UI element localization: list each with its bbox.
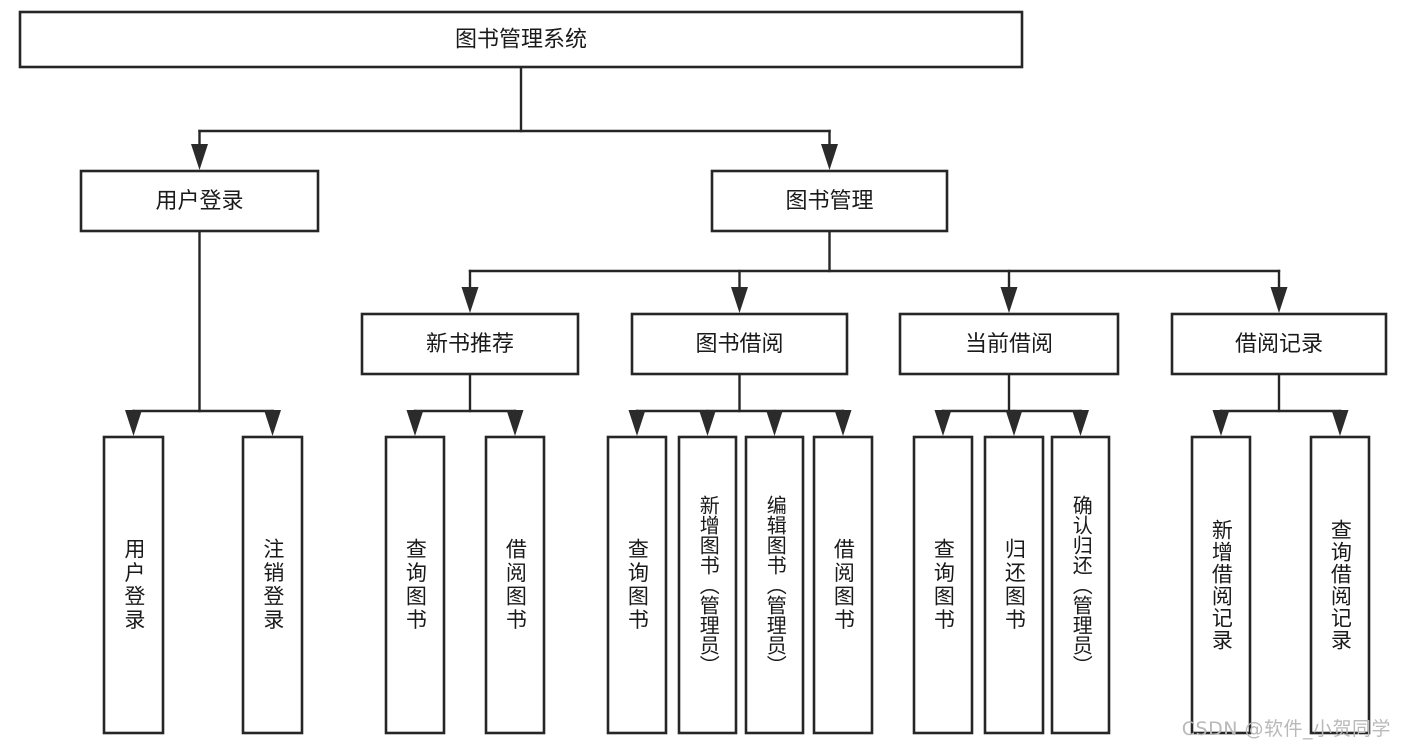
node-leaf-0[interactable] xyxy=(102,435,165,735)
node-l2-1[interactable] xyxy=(710,169,949,233)
arrow-to-l3-3 xyxy=(1270,287,1288,313)
arrow-to-leaf-4 xyxy=(628,410,646,436)
node-l3-1-label: 图书借阅 xyxy=(695,332,783,357)
watermark-text: CSDN @软件_小贺同学 xyxy=(1181,718,1391,740)
arrow-to-leaf-2 xyxy=(406,410,424,436)
connectors-layer xyxy=(125,65,1349,436)
node-l3-0-label: 新书推荐 xyxy=(426,332,514,357)
arrow-to-l2-0 xyxy=(191,144,208,170)
node-l3-2[interactable] xyxy=(898,312,1120,376)
node-leaf-7[interactable] xyxy=(812,435,874,735)
arrow-to-leaf-5 xyxy=(699,410,716,436)
node-leaf-5[interactable] xyxy=(677,435,738,735)
arrow-to-leaf-12 xyxy=(1331,410,1349,436)
arrow-to-leaf-3 xyxy=(506,410,524,436)
arrow-to-leaf-10 xyxy=(1072,410,1089,436)
node-root[interactable] xyxy=(18,10,1024,69)
node-leaf-12[interactable] xyxy=(1309,435,1371,735)
node-l2-0[interactable] xyxy=(79,169,320,233)
arrow-to-leaf-6 xyxy=(766,410,783,436)
node-l3-1[interactable] xyxy=(630,312,849,376)
arrow-to-leaf-7 xyxy=(834,410,852,436)
node-leaf-11[interactable] xyxy=(1190,435,1252,735)
node-leaf-9[interactable] xyxy=(983,435,1045,735)
node-leaf-8[interactable] xyxy=(912,435,974,735)
node-l3-2-label: 当前借阅 xyxy=(965,332,1053,357)
node-leaf-3[interactable] xyxy=(484,435,546,735)
node-leaf-1[interactable] xyxy=(241,435,304,735)
node-leaf-6[interactable] xyxy=(744,435,805,735)
node-l3-3[interactable] xyxy=(1170,312,1388,376)
arrow-to-leaf-9 xyxy=(1005,410,1023,436)
arrow-to-l3-0 xyxy=(461,287,479,313)
arrow-to-leaf-1 xyxy=(264,410,281,436)
arrow-to-l3-2 xyxy=(1000,287,1018,313)
node-leaf-4[interactable] xyxy=(606,435,668,735)
node-l3-3-label: 借阅记录 xyxy=(1235,332,1323,357)
node-l3-0[interactable] xyxy=(360,312,580,376)
node-root-label: 图书管理系统 xyxy=(455,28,587,53)
arrow-to-leaf-0 xyxy=(125,410,142,436)
node-leaf-2[interactable] xyxy=(384,435,446,735)
arrow-to-leaf-11 xyxy=(1212,410,1230,436)
arrow-to-l3-1 xyxy=(731,287,748,313)
arrow-to-leaf-8 xyxy=(934,410,952,436)
node-l2-1-label: 图书管理 xyxy=(785,189,873,214)
arrow-to-l2-1 xyxy=(821,144,838,170)
boxes-layer xyxy=(18,10,1388,735)
node-l2-0-label: 用户登录 xyxy=(155,189,243,214)
node-leaf-10[interactable] xyxy=(1050,435,1111,735)
